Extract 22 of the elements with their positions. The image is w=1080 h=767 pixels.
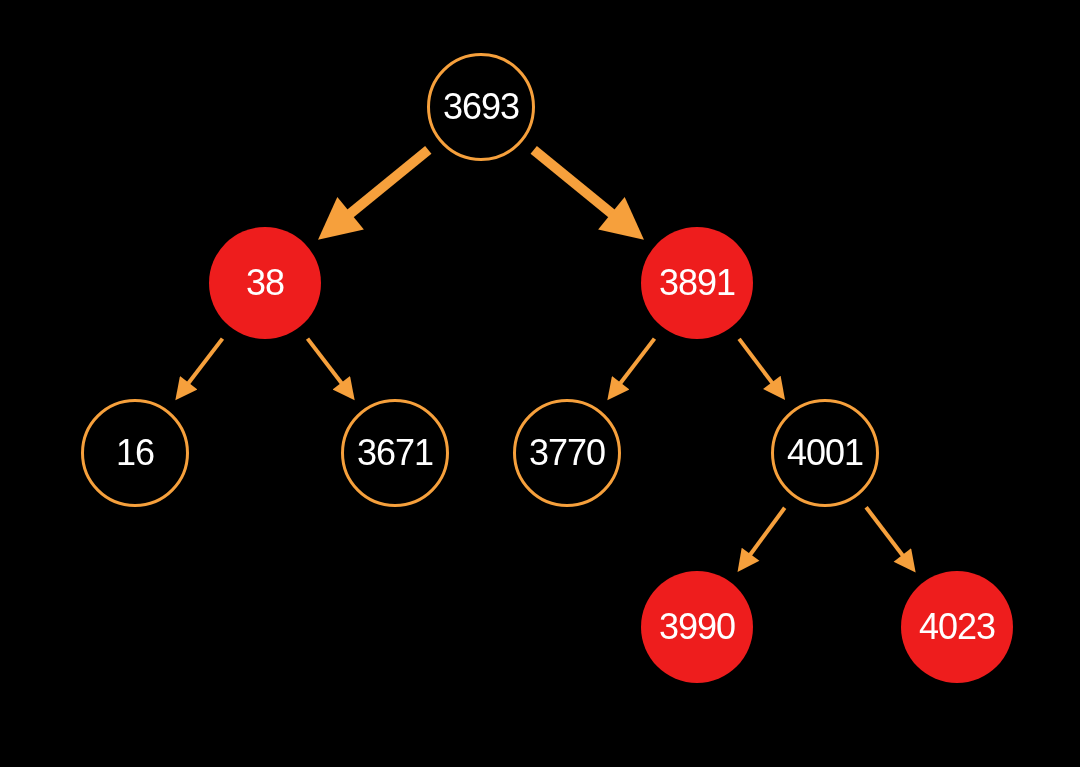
arrow — [305, 337, 355, 401]
outlined-tree-node — [513, 399, 621, 507]
arrow — [737, 506, 787, 572]
node-value: 3891 — [658, 262, 736, 304]
node-value: 3671 — [356, 432, 434, 474]
thick-arrow — [318, 146, 432, 240]
node-value: 4023 — [918, 606, 996, 648]
node-value: 3693 — [442, 86, 520, 128]
node-value: 3770 — [528, 432, 606, 474]
arrow — [175, 337, 225, 401]
thick-arrow — [530, 146, 644, 240]
node-value: 4001 — [786, 432, 864, 474]
outlined-tree-node — [81, 399, 189, 507]
arrow — [737, 337, 786, 400]
outlined-tree-node — [427, 53, 535, 161]
node-value: 38 — [245, 262, 284, 304]
arrow — [607, 337, 657, 401]
node-value: 3990 — [658, 606, 736, 648]
node-value: 16 — [115, 432, 154, 474]
arrow — [864, 505, 916, 573]
outlined-tree-node — [341, 399, 449, 507]
outlined-tree-node — [771, 399, 879, 507]
